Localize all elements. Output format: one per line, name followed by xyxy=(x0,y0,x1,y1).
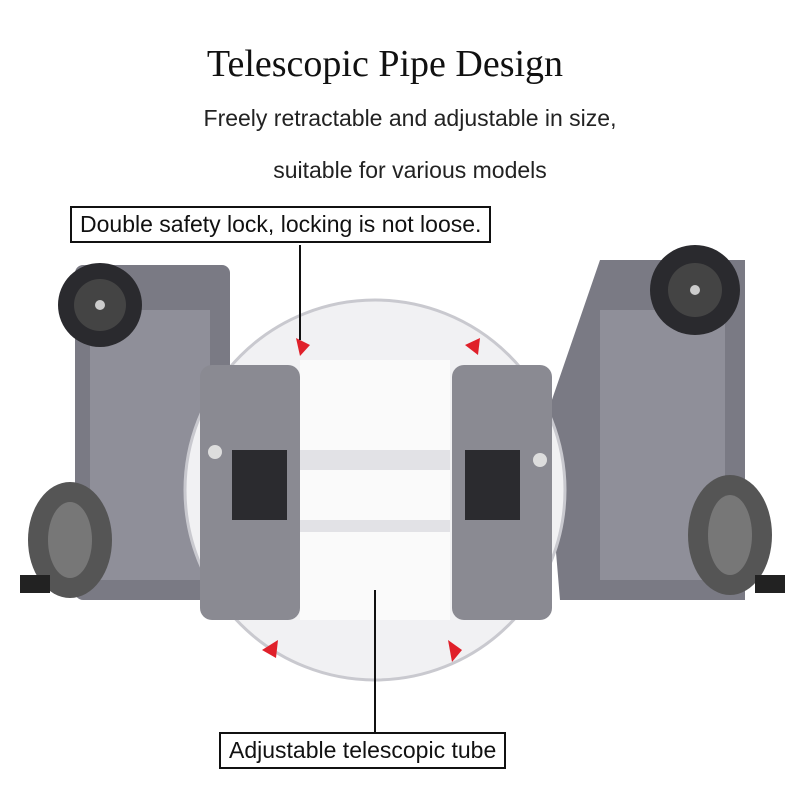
arrow-marker xyxy=(296,338,310,356)
right-caster xyxy=(688,475,785,595)
right-foot-wheel xyxy=(650,245,740,335)
arrow-marker xyxy=(448,640,462,662)
tube-callout: Adjustable telescopic tube xyxy=(219,732,507,769)
zoom-circle xyxy=(183,298,567,682)
page-title: Telescopic Pipe Design xyxy=(206,43,564,85)
arrow-marker xyxy=(262,640,278,658)
subtitle-line-2: suitable for various models xyxy=(273,157,547,183)
subtitle-line-1: Freely retractable and adjustable in siz… xyxy=(203,105,617,131)
lock-callout: Double safety lock, locking is not loose… xyxy=(70,206,492,243)
left-caster xyxy=(20,482,112,598)
arrow-marker xyxy=(465,338,480,355)
left-foot-wheel xyxy=(58,263,142,347)
